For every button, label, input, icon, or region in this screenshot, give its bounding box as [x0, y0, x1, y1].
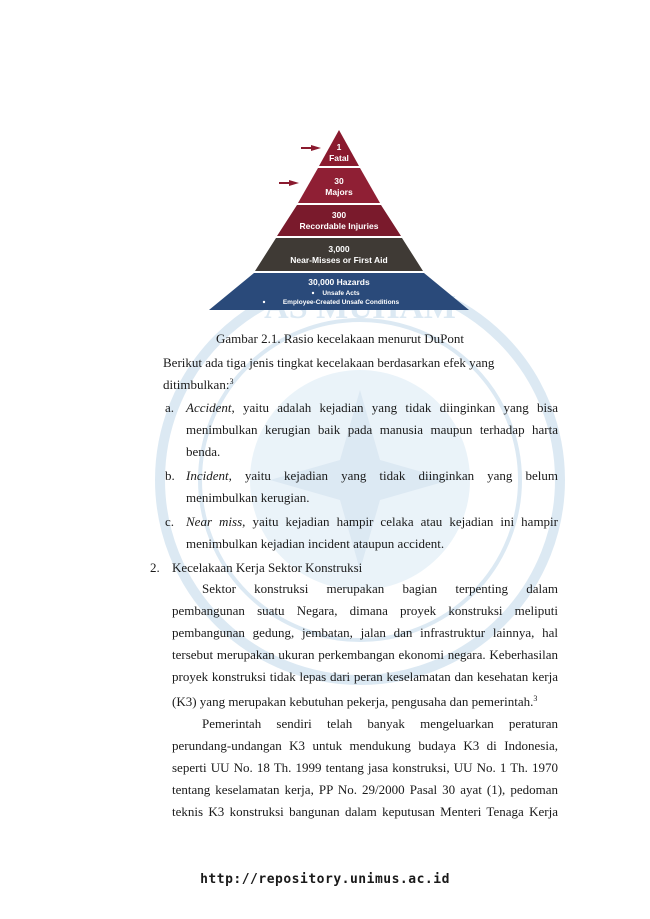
level2-number: 30 [334, 176, 344, 186]
list-marker-c: c. [165, 514, 175, 529]
level5-bullet1: Unsafe Acts [322, 290, 360, 297]
level5-label: 30,000 Hazards [308, 277, 370, 287]
level1-label: Fatal [329, 153, 349, 163]
paragraph-construction-sector: Sektor konstruksi merupakan bagian terpe… [172, 581, 558, 709]
list-item-near-miss: Near miss, yaitu kejadian hampir celaka … [186, 514, 559, 551]
list-item-incident: Incident, yaitu kejadian yang tidak diin… [186, 468, 558, 505]
pyramid-arrows [279, 145, 321, 186]
pyramid-level-hazards [209, 273, 469, 310]
level4-label: Near-Misses or First Aid [290, 255, 387, 265]
pyramid-level-near-miss [255, 238, 423, 271]
term-incident: Incident [186, 468, 229, 483]
pyramid-level-majors [298, 168, 380, 203]
term-accident: Accident [186, 400, 232, 415]
pyramid-level-fatal [319, 130, 359, 166]
footnote-ref: 3 [533, 694, 538, 703]
dupont-pyramid-figure: 1 Fatal 30 Majors 300 Recordable Injurie… [209, 130, 469, 310]
term-near-miss: Near miss [186, 514, 243, 529]
intro-line1: Berikut ada tiga jenis tingkat kecelakaa… [163, 355, 495, 370]
list-marker-b: b. [165, 468, 175, 483]
level4-number: 3,000 [328, 244, 350, 254]
figure-caption: Gambar 2.1. Rasio kecelakaan menurut DuP… [216, 331, 465, 346]
level1-number: 1 [337, 142, 342, 152]
level3-label: Recordable Injuries [300, 221, 379, 231]
level5-bullet2: Employee-Created Unsafe Conditions [283, 299, 400, 306]
list-marker-a: a. [165, 400, 175, 415]
level2-label: Majors [325, 187, 353, 197]
section-number: 2. [150, 560, 160, 575]
pyramid-level-recordable [277, 205, 401, 236]
section-title: Kecelakaan Kerja Sektor Konstruksi [172, 560, 363, 575]
level3-number: 300 [332, 210, 346, 220]
list-item-accident: Accident, yaitu adalah kejadian yang tid… [186, 400, 558, 459]
repository-url[interactable]: http://repository.unimus.ac.id [200, 872, 450, 887]
intro-line2: ditimbulkan:3 [163, 377, 234, 392]
paragraph-government-regulation: Pemerintah sendiri telah banyak mengelua… [172, 716, 558, 819]
footnote-ref: 3 [229, 377, 234, 386]
